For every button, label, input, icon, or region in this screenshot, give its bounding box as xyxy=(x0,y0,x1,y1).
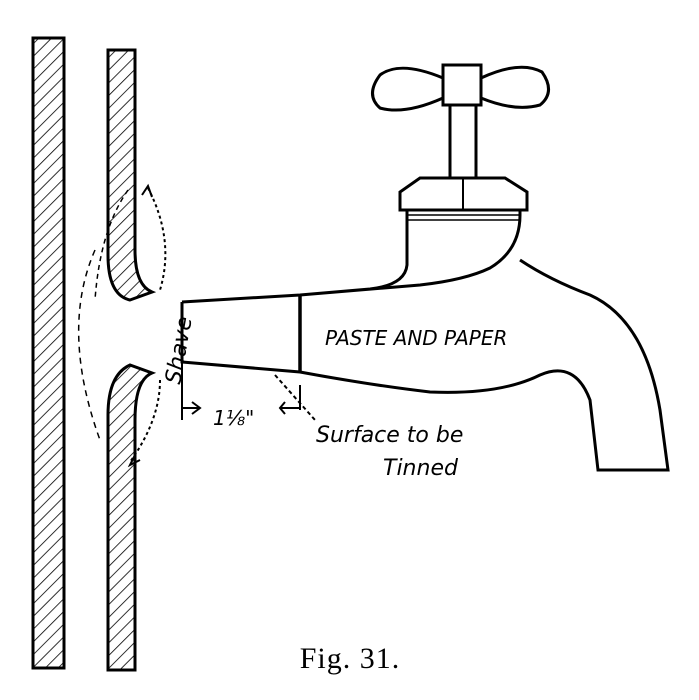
handle-right xyxy=(480,65,550,109)
pipe-right-wall-upper xyxy=(106,48,157,302)
pipe-right-wall-lower xyxy=(106,363,157,672)
pipe-left-wall xyxy=(31,36,66,670)
pipe-section xyxy=(31,36,167,672)
figure-caption: Fig. 31. xyxy=(300,642,401,675)
shave-arrow-lower xyxy=(129,379,161,463)
dimension-label: 1⅛" xyxy=(213,406,254,430)
stem xyxy=(448,103,478,180)
hex-nut xyxy=(398,176,529,212)
handle-left xyxy=(371,66,444,112)
paste-and-paper-label: PASTE AND PAPER xyxy=(325,326,507,350)
dimension-marker xyxy=(181,362,316,421)
shave-arrow-upper xyxy=(147,187,167,291)
surface-label-line2: Tinned xyxy=(383,456,459,481)
stem-head xyxy=(441,63,483,107)
faucet xyxy=(180,63,670,472)
surface-label-line1: Surface to be xyxy=(316,423,463,448)
shave-label: Shave xyxy=(161,315,197,386)
